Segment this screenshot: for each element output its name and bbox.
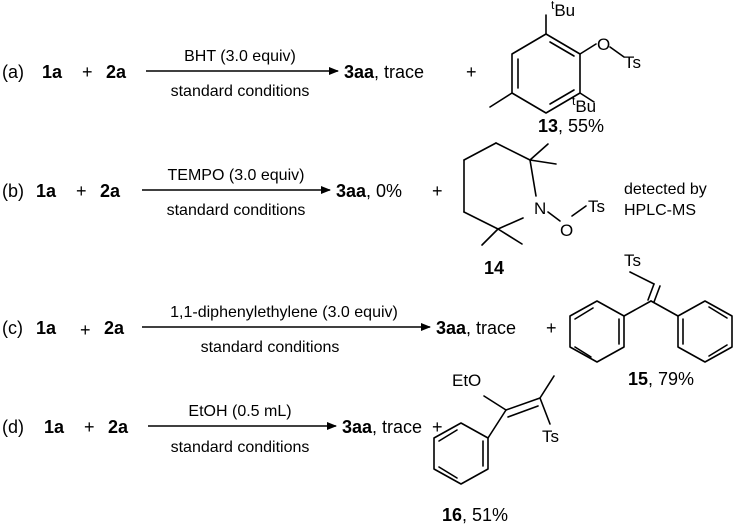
compound-14-nitrogen: N bbox=[534, 199, 546, 218]
reaction-a-reactant1: 1a bbox=[42, 62, 63, 82]
reaction-d-plus2: + bbox=[432, 417, 443, 437]
reaction-a-plus2: + bbox=[466, 62, 477, 82]
reaction-d-label: (d) bbox=[2, 417, 24, 437]
compound-14-ts: Ts bbox=[588, 197, 605, 216]
compound-16-ts: Ts bbox=[542, 427, 559, 446]
reaction-c-label: (c) bbox=[2, 318, 23, 338]
reaction-b-reagent: TEMPO (3.0 equiv) bbox=[168, 167, 305, 184]
reaction-a-outcome: 3aa, trace bbox=[344, 62, 424, 82]
compound-16-structure bbox=[433, 375, 555, 485]
reaction-d-reagent: EtOH (0.5 mL) bbox=[188, 403, 291, 420]
reaction-b-conditions: standard conditions bbox=[167, 202, 306, 219]
compound-16-ethoxy: EtO bbox=[452, 371, 481, 390]
reaction-a-reactant2: 2a bbox=[106, 62, 127, 82]
reaction-a-reagent: BHT (3.0 equiv) bbox=[184, 48, 296, 65]
compound-15-structure bbox=[569, 271, 733, 363]
reaction-c-plus: + bbox=[80, 320, 91, 340]
compound-13-oxygen: O bbox=[597, 35, 610, 54]
reaction-d-conditions: standard conditions bbox=[171, 439, 310, 456]
compound-15-ts: Ts bbox=[624, 251, 641, 270]
reaction-a-label: (a) bbox=[2, 62, 24, 82]
reaction-b-label: (b) bbox=[2, 181, 24, 201]
reaction-a: (a) 1a + 2a BHT (3.0 equiv) standard con… bbox=[2, 0, 641, 136]
compound-14-oxygen: O bbox=[560, 221, 573, 240]
compound-13-tbu-bottom: tBu bbox=[572, 94, 596, 116]
reaction-b: (b) 1a + 2a TEMPO (3.0 equiv) standard c… bbox=[2, 142, 707, 278]
compound-14-note-line2: HPLC-MS bbox=[624, 202, 696, 219]
reaction-b-reactant1: 1a bbox=[36, 181, 57, 201]
reaction-d-reactant1: 1a bbox=[44, 417, 65, 437]
reaction-b-outcome: 3aa, 0% bbox=[336, 181, 402, 201]
reaction-c: (c) 1a + 2a 1,1-diphenylethylene (3.0 eq… bbox=[2, 251, 733, 389]
reaction-c-reagent: 1,1-diphenylethylene (3.0 equiv) bbox=[170, 304, 398, 321]
reaction-b-plus: + bbox=[76, 181, 87, 201]
compound-16-label: 16, 51% bbox=[442, 505, 508, 525]
compound-13-label: 13, 55% bbox=[538, 116, 604, 136]
compound-15-label: 15, 79% bbox=[628, 369, 694, 389]
reaction-a-conditions: standard conditions bbox=[171, 83, 310, 100]
reaction-c-outcome: 3aa, trace bbox=[436, 318, 516, 338]
reaction-d-plus: + bbox=[84, 417, 95, 437]
reaction-d-outcome: 3aa, trace bbox=[342, 417, 422, 437]
reaction-a-plus: + bbox=[82, 62, 93, 82]
reaction-b-plus2: + bbox=[432, 181, 443, 201]
reaction-d: (d) 1a + 2a EtOH (0.5 mL) standard condi… bbox=[2, 371, 559, 525]
reaction-c-conditions: standard conditions bbox=[201, 339, 340, 356]
compound-14-label: 14 bbox=[484, 258, 504, 278]
compound-14-note-line1: detected by bbox=[624, 181, 707, 198]
compound-14-structure bbox=[463, 142, 587, 246]
compound-13-ts: Ts bbox=[624, 53, 641, 72]
compound-13-tbu-top: tBu bbox=[551, 0, 575, 20]
reaction-c-reactant2: 2a bbox=[104, 318, 125, 338]
reaction-c-reactant1: 1a bbox=[36, 318, 57, 338]
reaction-c-plus2: + bbox=[546, 318, 557, 338]
compound-13-structure bbox=[489, 14, 625, 114]
reaction-d-reactant2: 2a bbox=[108, 417, 129, 437]
reaction-b-reactant2: 2a bbox=[100, 181, 121, 201]
